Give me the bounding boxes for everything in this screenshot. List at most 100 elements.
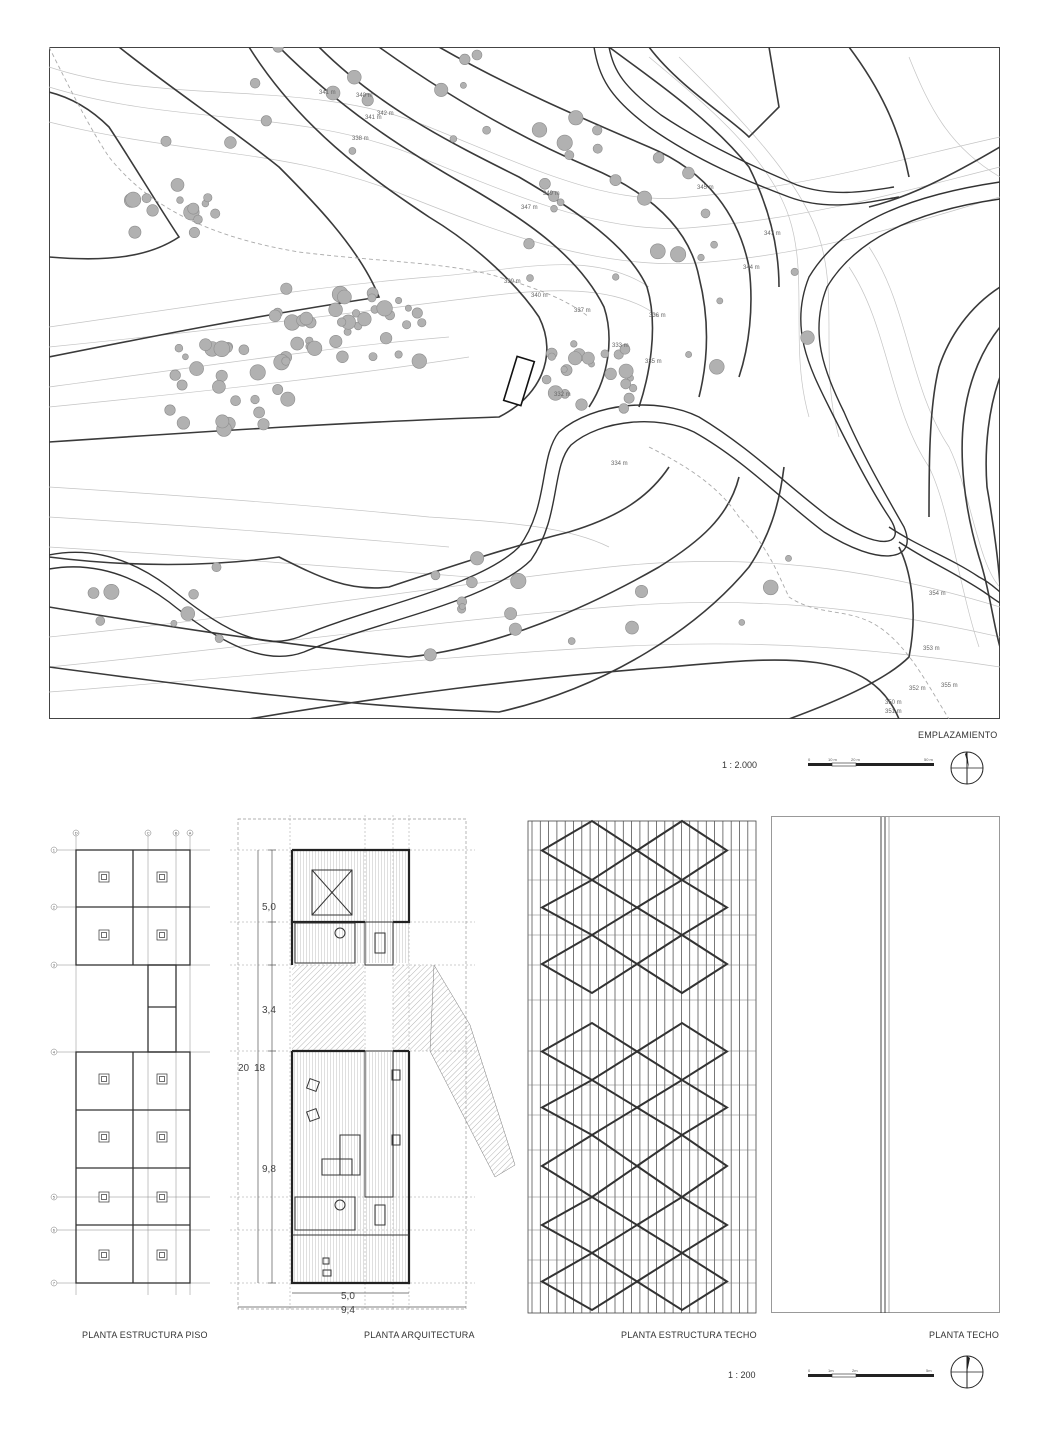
tree-icon xyxy=(539,178,551,190)
tree-icon xyxy=(510,572,527,589)
svg-text:355 m: 355 m xyxy=(941,683,958,689)
roof-structure-plan xyxy=(527,819,757,1314)
tree-icon xyxy=(623,392,635,404)
tree-icon xyxy=(600,349,610,359)
site-plan-scalebar: 0 10 m 20 m 50 m xyxy=(808,757,934,767)
svg-text:C: C xyxy=(147,830,150,835)
tree-icon xyxy=(307,340,323,356)
tree-icon xyxy=(352,309,361,318)
tree-icon xyxy=(556,198,565,207)
tree-icon xyxy=(146,204,159,217)
grid-axis-tag xyxy=(144,829,152,837)
tree-icon xyxy=(257,418,270,431)
tree-icon xyxy=(368,352,378,361)
tree-icon xyxy=(281,356,291,366)
tree-icon xyxy=(394,350,403,359)
tree-icon xyxy=(380,332,393,345)
tree-icon xyxy=(697,253,705,262)
tree-icon xyxy=(710,240,718,249)
roof-plan xyxy=(771,816,1000,1313)
tree-icon xyxy=(348,147,357,155)
svg-text:D: D xyxy=(75,830,78,835)
tree-icon xyxy=(329,334,343,348)
tree-icon xyxy=(459,82,467,89)
tree-icon xyxy=(547,352,556,361)
tree-icon xyxy=(568,110,584,126)
svg-text:344 m: 344 m xyxy=(743,265,760,271)
tree-icon xyxy=(188,227,200,239)
tree-icon xyxy=(581,351,595,365)
svg-text:345 m: 345 m xyxy=(697,185,714,191)
svg-text:352 m: 352 m xyxy=(909,686,926,692)
tree-icon xyxy=(570,340,578,348)
svg-text:333 m: 333 m xyxy=(612,343,629,349)
tree-icon xyxy=(604,367,617,381)
tree-icon xyxy=(337,289,352,305)
tree-icon xyxy=(459,53,471,65)
tree-icon xyxy=(337,317,347,327)
tree-icon xyxy=(299,311,313,326)
tree-icon xyxy=(170,178,185,192)
grid-axis-tag xyxy=(50,961,58,969)
tree-icon xyxy=(800,330,815,345)
floor-structure-title: PLANTA ESTRUCTURA PISO xyxy=(82,1330,208,1340)
tree-icon xyxy=(625,620,639,635)
tree-icon xyxy=(700,208,711,219)
tree-icon xyxy=(176,196,184,204)
tree-icon xyxy=(402,320,412,330)
tree-icon xyxy=(203,193,213,203)
tree-icon xyxy=(215,414,230,429)
svg-text:4: 4 xyxy=(53,1049,56,1054)
grid-axis-tag xyxy=(50,846,58,854)
tree-icon xyxy=(790,267,799,276)
tree-icon xyxy=(357,312,372,327)
tree-icon xyxy=(290,336,304,351)
tree-icon xyxy=(87,587,100,599)
svg-text:5m: 5m xyxy=(926,1368,932,1373)
svg-text:341 m: 341 m xyxy=(319,90,336,96)
tree-icon xyxy=(249,364,266,381)
svg-text:5,0: 5,0 xyxy=(341,1291,355,1302)
north-arrow-icon xyxy=(950,1355,984,1389)
tree-icon xyxy=(169,369,181,381)
tree-icon xyxy=(347,70,362,85)
tree-icon xyxy=(504,607,517,620)
trees xyxy=(87,47,815,662)
tree-icon xyxy=(449,135,458,143)
tree-icon xyxy=(575,398,588,411)
svg-text:1: 1 xyxy=(53,847,56,852)
tree-icon xyxy=(180,606,196,621)
tree-icon xyxy=(272,47,284,53)
tree-icon xyxy=(376,300,393,317)
tree-icon xyxy=(523,238,535,250)
tree-icon xyxy=(682,166,695,180)
site-plan-title: EMPLAZAMIENTO xyxy=(918,730,998,740)
tree-icon xyxy=(785,554,792,562)
svg-text:10 m: 10 m xyxy=(828,757,838,762)
tree-icon xyxy=(336,350,349,363)
grid-axis-tag xyxy=(72,829,80,837)
svg-text:2: 2 xyxy=(53,904,56,909)
tree-icon xyxy=(567,637,576,645)
tree-icon xyxy=(193,214,203,225)
tree-icon xyxy=(199,338,212,352)
svg-text:337 m: 337 m xyxy=(574,308,591,314)
svg-text:6: 6 xyxy=(53,1227,56,1232)
svg-text:1m: 1m xyxy=(828,1368,834,1373)
grid-axis-tag xyxy=(50,1193,58,1201)
tree-icon xyxy=(716,297,724,305)
tree-icon xyxy=(471,49,483,61)
tree-icon xyxy=(411,353,427,369)
tree-icon xyxy=(128,225,142,239)
svg-text:351 m: 351 m xyxy=(885,709,902,715)
tree-icon xyxy=(470,551,485,566)
tree-icon xyxy=(404,304,412,312)
tree-icon xyxy=(612,273,620,281)
svg-text:340 m: 340 m xyxy=(356,93,373,99)
svg-text:335 m: 335 m xyxy=(645,359,662,365)
tree-icon xyxy=(738,619,746,626)
tree-icon xyxy=(430,570,441,581)
thick-contours xyxy=(49,47,1000,719)
tree-icon xyxy=(214,634,224,643)
tree-icon xyxy=(188,589,199,600)
